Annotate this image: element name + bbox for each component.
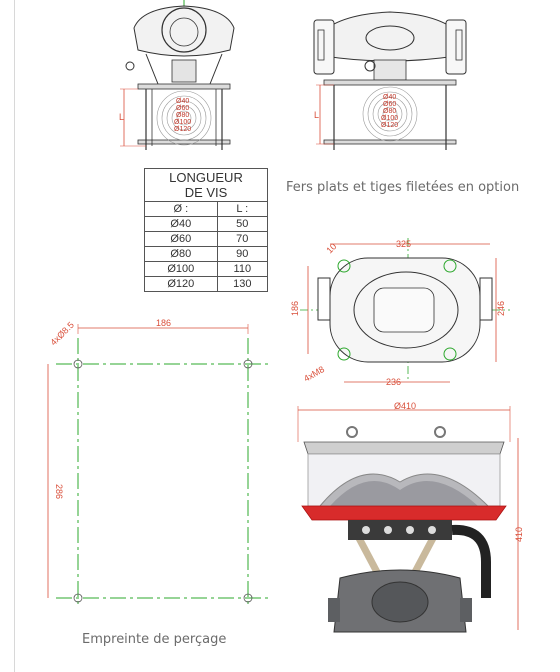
table-title: LONGUEUR DE VIS [144,168,268,202]
table-title-line2: DE VIS [184,185,228,200]
dim-angle: 10 [324,241,338,255]
diameter-label: Ø40 [383,94,396,101]
diameter-cell: Ø80 [144,246,218,262]
table-row: Ø60 70 [144,231,269,247]
table-row: Ø120 130 [144,276,269,292]
table-row: Ø100 110 [144,261,269,277]
length-cell: 110 [216,261,269,277]
table-row: Ø80 90 [144,246,269,262]
diameter-cell: Ø60 [144,231,218,247]
length-cell: 70 [216,231,269,247]
diameter-label: Ø40 [176,98,189,105]
page-left-rule [14,0,15,672]
dim-height-left: 186 [290,301,300,316]
diameter-label: Ø120 [381,122,398,129]
diameter-label: Ø60 [176,105,189,112]
diameter-label: Ø100 [381,115,398,122]
dim-holes: 4xM8 [302,364,326,384]
diameter-cell: Ø40 [144,216,218,232]
diameter-label: Ø80 [383,108,396,115]
drill-dim-width: 186 [156,318,171,328]
side-view-drawing-1: L Ø40 Ø60 Ø80 Ø100 Ø120 [119,0,235,150]
drill-dim-hole: 4xØ8.5 [48,320,76,348]
drilling-caption: Empreinte de perçage [82,632,227,647]
screw-length-table: LONGUEUR DE VIS Ø : L : Ø40 50 Ø60 70 Ø8… [144,168,269,292]
diameter-label: Ø120 [174,126,191,133]
top-view-drawing: 325 236 186 246 10 4xM8 [290,238,510,387]
diameter-label: Ø100 [174,119,191,126]
diameter-cell: Ø100 [144,261,218,277]
length-label-2: L [314,110,319,120]
dim-height-right: 246 [496,301,506,316]
front-view-render: Ø410 410 [297,401,524,633]
col-header-diameter: Ø : [144,201,218,217]
diameter-label: Ø80 [176,112,189,119]
diameter-cell: Ø120 [144,276,218,292]
diameter-label: Ø60 [383,101,396,108]
table-title-line1: LONGUEUR [169,170,243,185]
front-dim-diameter: Ø410 [394,401,416,411]
length-cell: 130 [216,276,269,292]
options-caption: Fers plats et tiges filetées en option [286,180,520,195]
front-dim-height: 410 [514,527,524,542]
length-label-1: L [119,112,124,122]
side-view-drawing-2: L Ø40 Ø60 Ø80 Ø100 Ø120 [313,11,467,150]
table-row: Ø40 50 [144,216,269,232]
col-header-length: L : [216,201,269,217]
length-cell: 50 [216,216,269,232]
dim-width-top: 325 [396,239,411,249]
dim-width-bottom: 236 [386,377,401,387]
drill-dim-height: 286 [54,484,64,499]
drilling-template: 186 286 4xØ8.5 [47,318,268,608]
length-cell: 90 [216,246,269,262]
